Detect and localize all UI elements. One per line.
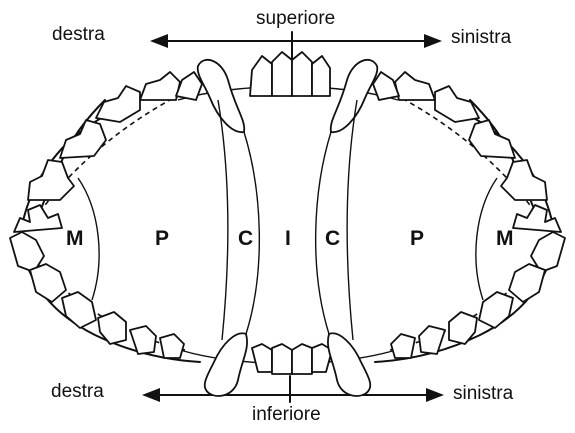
right-canines <box>314 58 379 397</box>
left-canines <box>196 58 261 397</box>
canine-label-right: C <box>325 227 340 250</box>
molar-label-left: M <box>66 227 84 250</box>
upper-incisors <box>249 51 331 97</box>
lower-left-teeth <box>9 231 185 359</box>
molar-label-right: M <box>496 227 514 250</box>
premolar-label-right: P <box>410 227 424 250</box>
premolar-label-left: P <box>155 227 169 250</box>
canine-label-left: C <box>238 227 253 250</box>
upper-left-teeth <box>13 71 203 233</box>
upper-jaw-label: superiore <box>256 8 335 29</box>
upper-right-label: destra <box>52 24 105 45</box>
lower-right-label: destra <box>51 381 104 402</box>
upper-direction-arrow <box>150 31 442 61</box>
upper-left-label: sinistra <box>451 27 512 48</box>
lower-left-label: sinistra <box>453 383 514 404</box>
incisor-label: I <box>285 227 291 250</box>
upper-right-teeth <box>372 71 562 233</box>
lower-right-teeth <box>390 231 566 359</box>
lower-jaw-label: inferiore <box>252 404 321 425</box>
lower-incisors <box>251 343 333 375</box>
lower-direction-arrow <box>142 375 444 403</box>
